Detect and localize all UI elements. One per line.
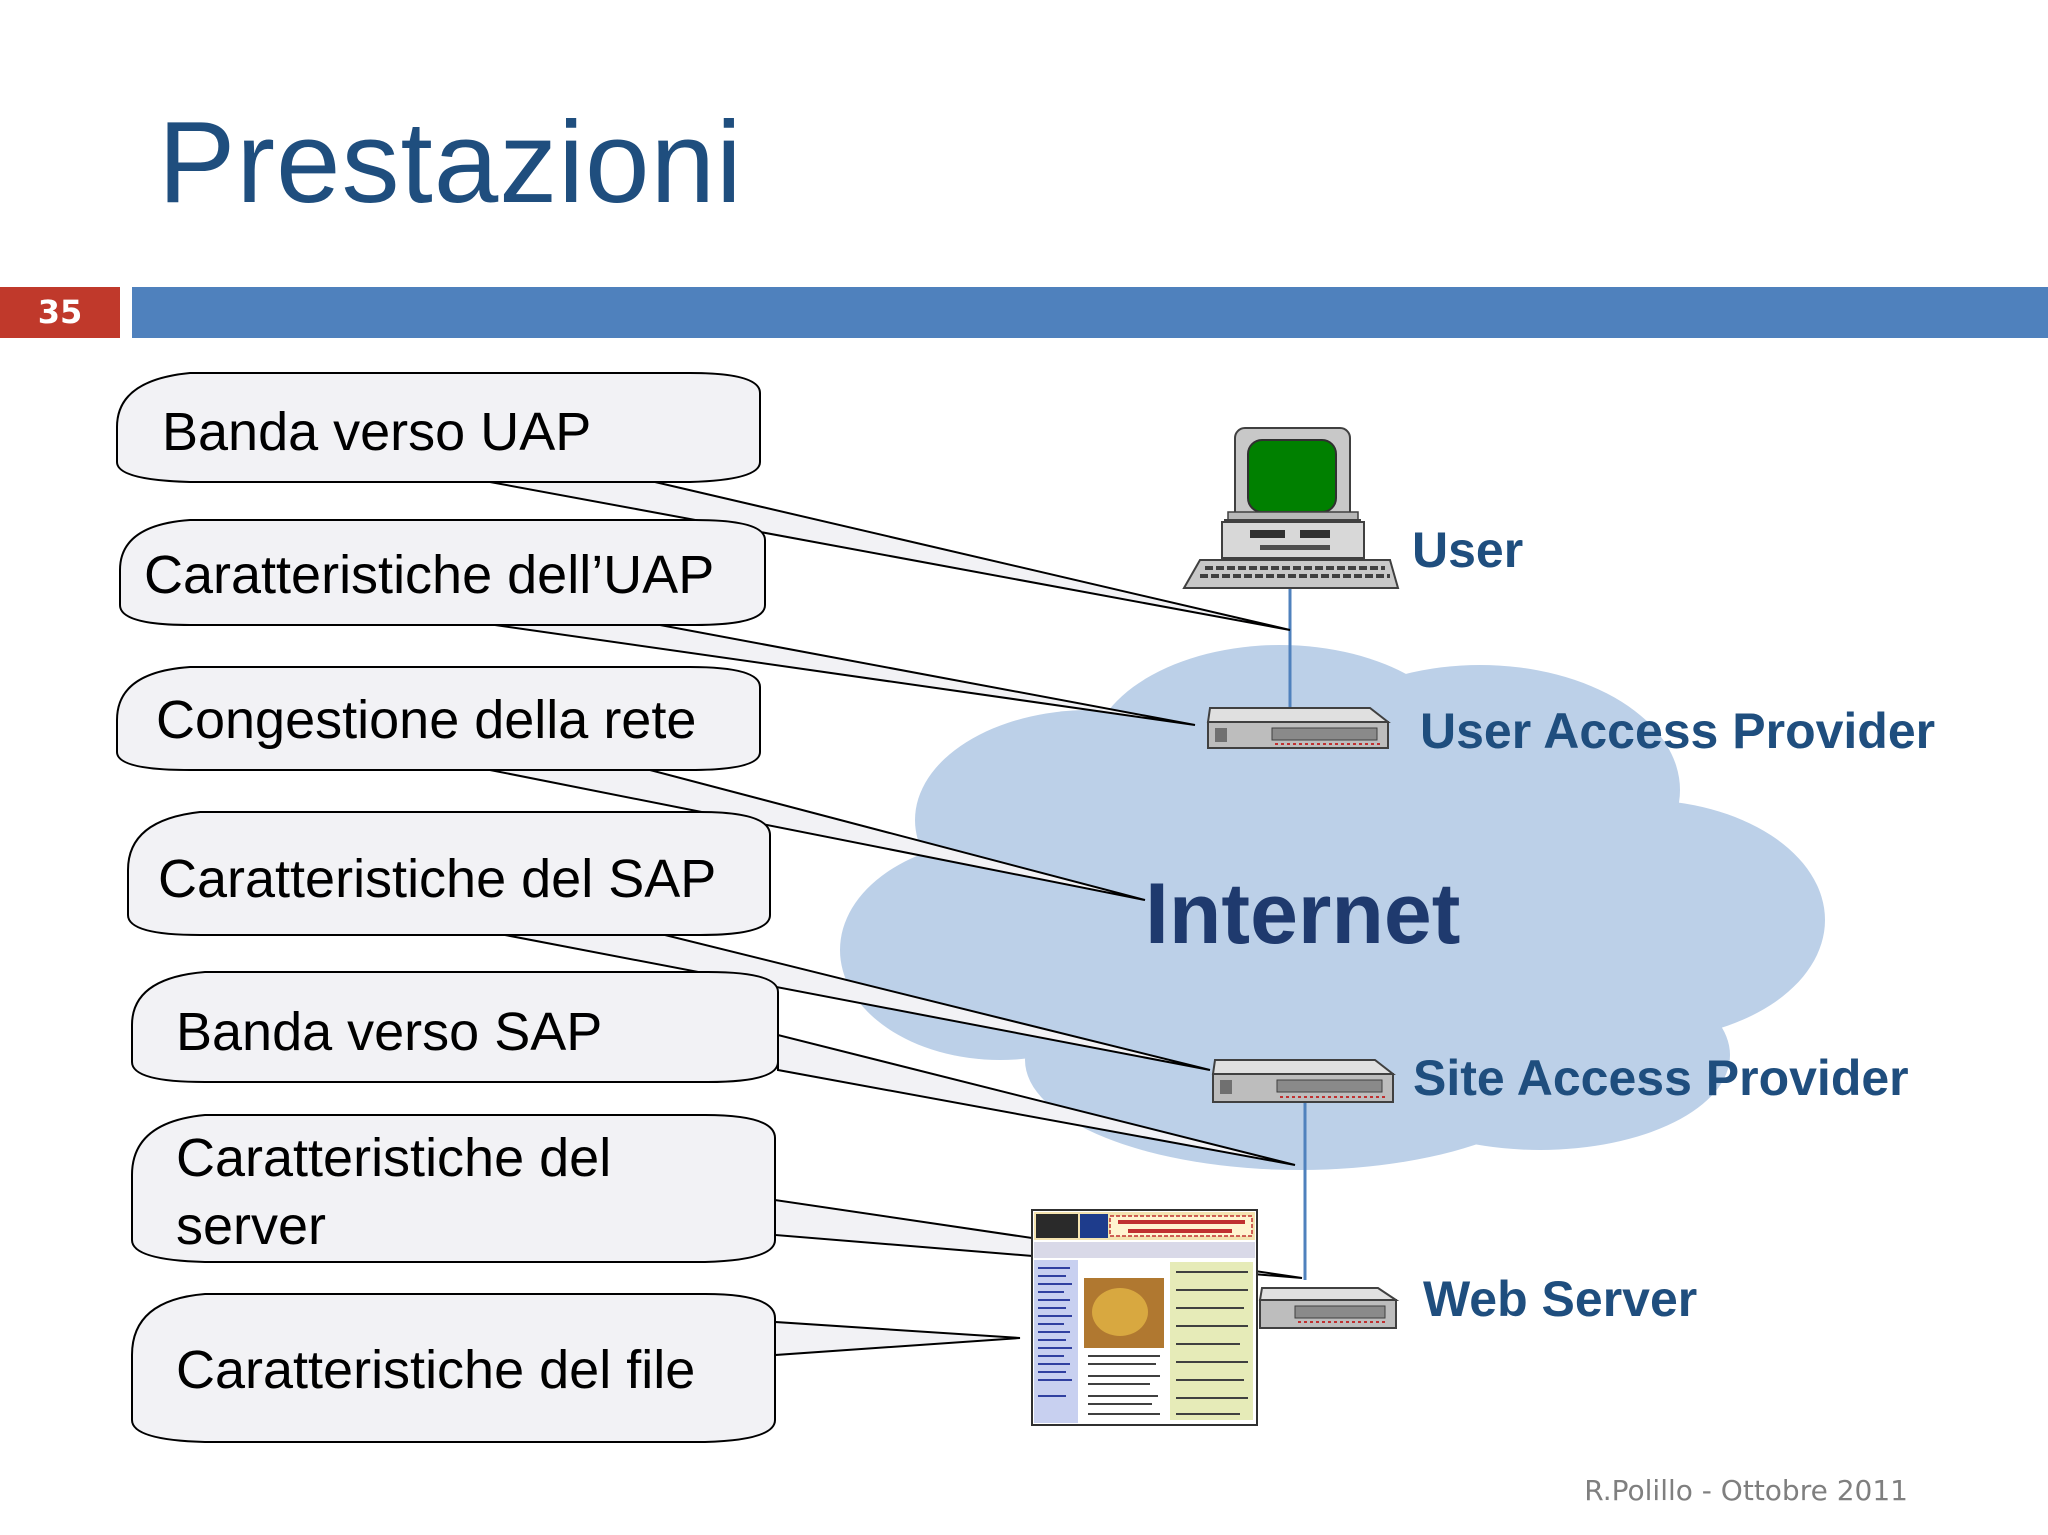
callout-bubble	[127, 811, 771, 936]
callout-bubble	[116, 666, 761, 771]
slide-number: 35	[0, 287, 120, 338]
callout-label: Banda verso SAP	[176, 1002, 602, 1062]
computer-icon	[1182, 427, 1400, 589]
server-icon	[1258, 1287, 1400, 1329]
callout-label: Caratteristiche del SAP	[158, 849, 716, 909]
callout-bubble	[119, 519, 766, 626]
router-icon	[1206, 707, 1391, 749]
footer: R.Polillo - Ottobre 2011	[1584, 1474, 1908, 1507]
callout-bubble	[131, 1114, 776, 1263]
callout-bubbles	[116, 372, 779, 1443]
header-bar	[132, 287, 2048, 338]
internet-label: Internet	[1145, 866, 1460, 962]
callout-label: Congestione della rete	[156, 690, 696, 750]
callout-label: server	[176, 1196, 326, 1256]
callout-label: Caratteristiche del	[176, 1128, 611, 1188]
webpage-thumbnail	[1031, 1209, 1258, 1426]
slide-title: Prestazioni	[158, 97, 743, 227]
callout-bubble	[131, 1293, 776, 1443]
web-server-label: Web Server	[1423, 1271, 1697, 1327]
callout-tail	[774, 1320, 1021, 1357]
uap-label: User Access Provider	[1420, 703, 1935, 759]
callout-label: Banda verso UAP	[162, 402, 591, 462]
callout-bubble	[116, 372, 761, 483]
router-icon	[1211, 1059, 1396, 1103]
callout-bubble	[131, 971, 779, 1083]
user-label: User	[1412, 522, 1523, 578]
callout-label: Caratteristiche dell’UAP	[144, 545, 714, 605]
callout-label: Caratteristiche del file	[176, 1340, 695, 1400]
sap-label: Site Access Provider	[1413, 1050, 1909, 1106]
internet-cloud	[840, 645, 1825, 1170]
